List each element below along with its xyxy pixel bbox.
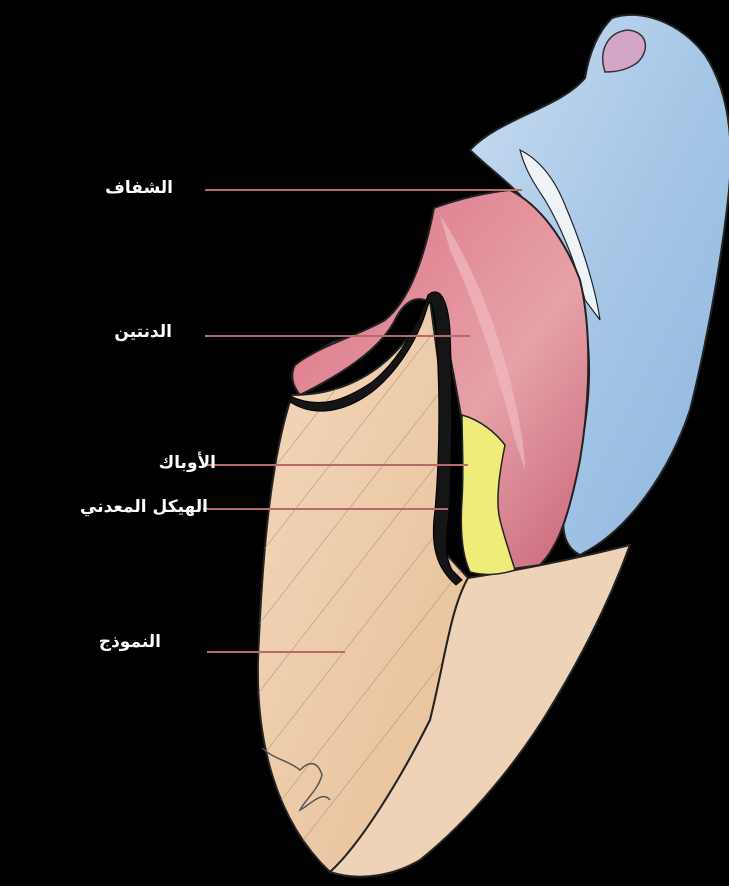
label-metal-framework: الهيكل المعدني: [80, 497, 208, 517]
label-model: النموذج: [99, 632, 161, 652]
label-opaque: الأوباك: [159, 453, 216, 473]
label-dentin: الدنتين: [114, 322, 172, 342]
label-enamel: الشفاف: [105, 178, 173, 198]
